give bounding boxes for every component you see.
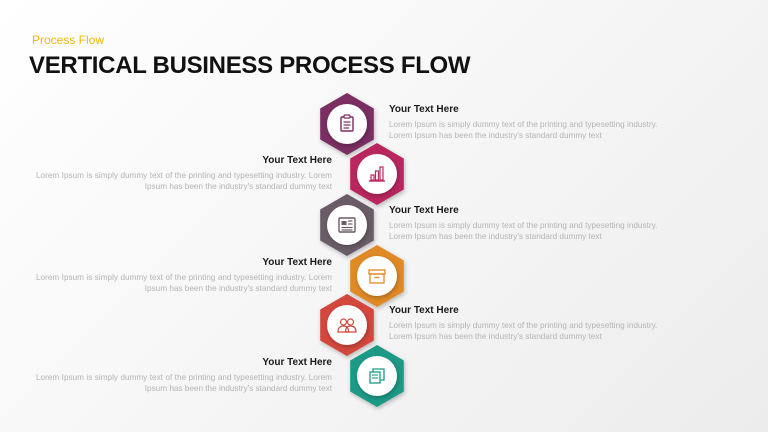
people-icon [337,318,357,333]
step-heading: Your Text Here [389,205,459,216]
icon-circle [327,104,367,144]
process-step-hexagon-5 [320,294,374,356]
process-step-hexagon-4 [350,245,404,307]
slide-subtitle: Process Flow [32,33,105,47]
step-heading: Your Text Here [389,104,459,115]
box-icon [368,269,386,284]
step-description: Lorem Ipsum is simply dummy text of the … [36,273,332,293]
step-heading: Your Text Here [262,257,332,268]
step-description: Lorem Ipsum is simply dummy text of the … [389,221,658,241]
process-step-hexagon-2 [350,143,404,205]
newspaper-icon [338,217,356,233]
bar-chart-icon [369,166,385,182]
step-heading: Your Text Here [389,305,459,316]
process-step-hexagon-1 [320,93,374,155]
icon-circle [327,305,367,345]
step-description: Lorem Ipsum is simply dummy text of the … [36,373,332,393]
step-description: Lorem Ipsum is simply dummy text of the … [389,120,658,140]
icon-circle [327,205,367,245]
icon-circle [357,256,397,296]
process-step-hexagon-6 [350,345,404,407]
icon-circle [357,356,397,396]
clipboard-icon [340,114,354,132]
step-description: Lorem Ipsum is simply dummy text of the … [389,321,658,341]
documents-icon [369,368,385,384]
icon-circle [357,154,397,194]
step-heading: Your Text Here [262,155,332,166]
step-heading: Your Text Here [262,357,332,368]
process-step-hexagon-3 [320,194,374,256]
step-description: Lorem Ipsum is simply dummy text of the … [36,171,332,191]
slide-title: VERTICAL BUSINESS PROCESS FLOW [29,52,471,79]
